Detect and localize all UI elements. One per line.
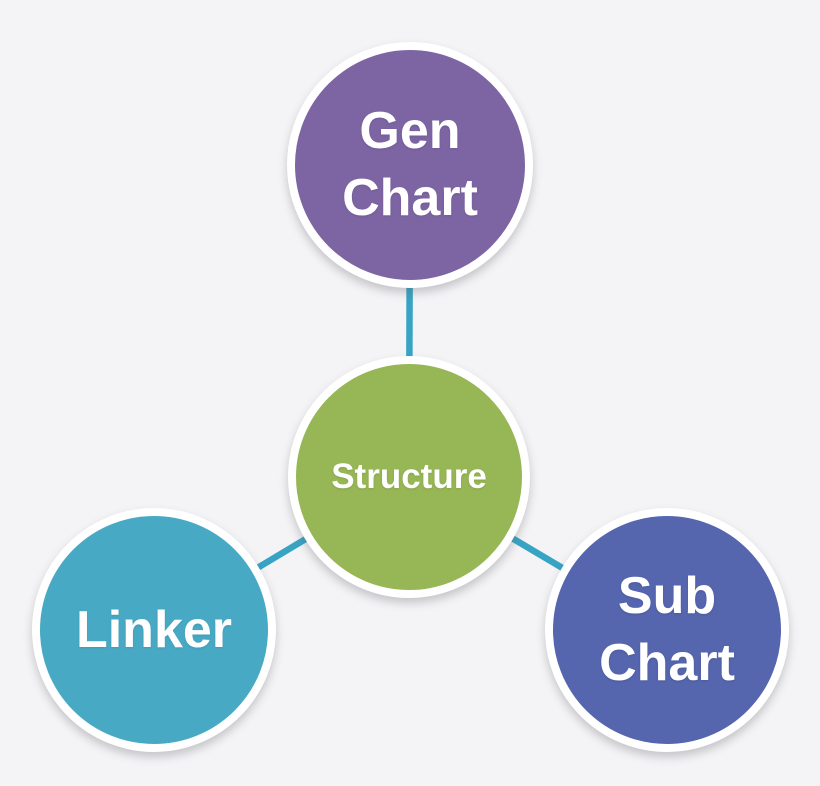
node-sub-chart: Sub Chart [545, 508, 789, 752]
node-sub-chart-label-line2: Chart [599, 634, 735, 692]
node-linker-label: Linker [75, 600, 233, 659]
node-linker: Linker [32, 508, 276, 752]
node-sub-chart-label-line1: Sub [617, 567, 717, 626]
node-gen-chart-label-line2: Chart [342, 169, 478, 227]
node-structure: Structure [288, 356, 530, 598]
node-gen-chart-label-line1: Gen [359, 102, 461, 161]
node-gen-chart: Gen Chart [287, 42, 533, 288]
node-structure-label: Structure [331, 456, 487, 496]
